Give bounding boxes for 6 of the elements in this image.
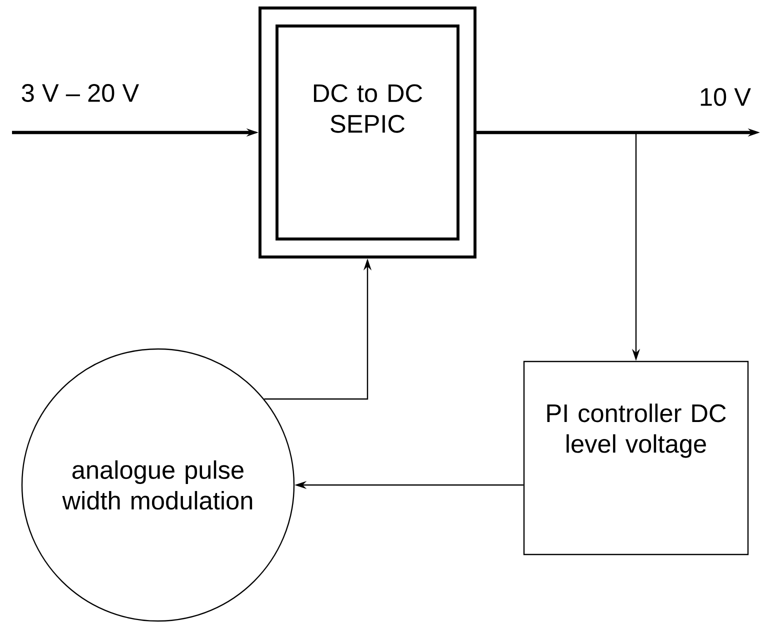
process-box: DC to DC SEPIC [276, 24, 460, 240]
process-box: PI controller DC level voltage [523, 360, 749, 556]
edge-label: 10 V [698, 86, 752, 108]
edge-label: 3 V – 20 V [20, 82, 140, 104]
circle-node: analogue pulse width modulation [21, 348, 295, 622]
process-box [258, 6, 476, 258]
